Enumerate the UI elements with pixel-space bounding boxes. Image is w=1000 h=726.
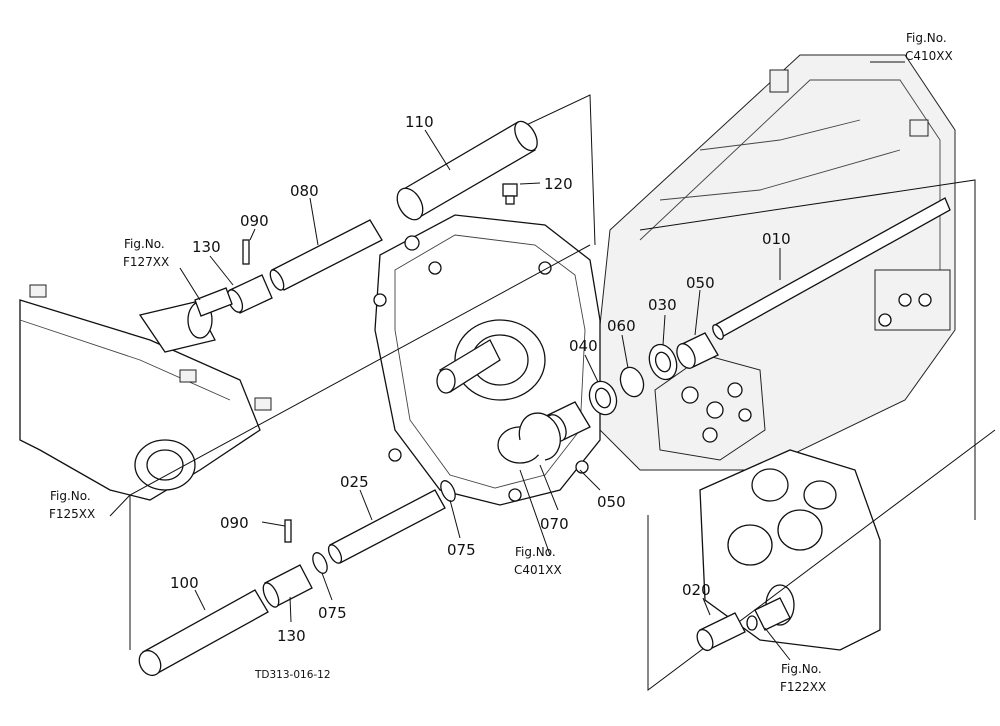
label-030: 030 xyxy=(648,296,677,314)
part-100-tube xyxy=(138,589,269,677)
label-120: 120 xyxy=(544,175,573,193)
label-040: 040 xyxy=(569,337,598,355)
label-010: 010 xyxy=(762,230,791,248)
fig-f125-label: Fig.No. xyxy=(50,489,91,503)
label-075-left: 075 xyxy=(318,604,347,622)
part-010-shaft xyxy=(712,197,951,340)
part-025-pipe xyxy=(327,489,446,564)
label-050-top: 050 xyxy=(686,274,715,292)
label-025: 025 xyxy=(340,473,369,491)
label-080: 080 xyxy=(290,182,319,200)
fig-c410-code: C410XX xyxy=(905,49,953,63)
part-110-tube xyxy=(396,120,538,221)
label-130-top: 130 xyxy=(192,238,221,256)
drawing-code: TD313-016-12 xyxy=(254,669,331,681)
fig-c401-label: Fig.No. xyxy=(515,545,556,559)
part-120-plug xyxy=(502,183,518,205)
part-040-washer xyxy=(588,380,618,416)
part-080-shaft xyxy=(269,219,383,291)
fig-f125-code: F125XX xyxy=(49,507,95,521)
part-130-coupling-top xyxy=(226,274,273,314)
label-050-bottom: 050 xyxy=(597,493,626,511)
part-030-bearing xyxy=(648,343,678,381)
label-090-bottom: 090 xyxy=(220,514,249,532)
part-shaft-end-f127 xyxy=(194,287,233,317)
label-130-bottom: 130 xyxy=(277,627,306,645)
fig-f122-label: Fig.No. xyxy=(781,662,822,676)
leader-lines xyxy=(109,61,905,661)
part-labels: 110 120 080 090 130 010 050 030 060 040 … xyxy=(170,113,791,645)
part-050-sleeve-top xyxy=(676,332,719,369)
part-130-coupling-bottom xyxy=(262,564,313,608)
part-075-oring-left xyxy=(312,552,328,574)
valve-block xyxy=(654,354,766,461)
fig-f127-code: F127XX xyxy=(123,255,169,269)
pto-housing xyxy=(699,449,881,651)
rear-axle-housing xyxy=(19,284,272,501)
part-060-ring xyxy=(619,366,645,398)
label-075-right: 075 xyxy=(447,541,476,559)
part-090-pin-top xyxy=(242,239,250,265)
label-070: 070 xyxy=(540,515,569,533)
label-020: 020 xyxy=(682,581,711,599)
label-110: 110 xyxy=(405,113,434,131)
label-100: 100 xyxy=(170,574,199,592)
part-090-pin-bottom xyxy=(284,519,292,543)
part-020-sleeve xyxy=(696,597,791,652)
fig-c410-label: Fig.No. xyxy=(906,31,947,45)
part-075-oring-right xyxy=(440,480,456,502)
fig-c401-code: C401XX xyxy=(514,563,562,577)
transmission-case xyxy=(589,54,956,471)
label-090-top: 090 xyxy=(240,212,269,230)
fig-f122-code: F122XX xyxy=(780,680,826,694)
figure-references: Fig.No. C410XX Fig.No. F127XX Fig.No. F1… xyxy=(49,31,953,694)
label-060: 060 xyxy=(607,317,636,335)
part-070-snap-ring xyxy=(518,412,561,461)
fig-f127-label: Fig.No. xyxy=(124,237,165,251)
